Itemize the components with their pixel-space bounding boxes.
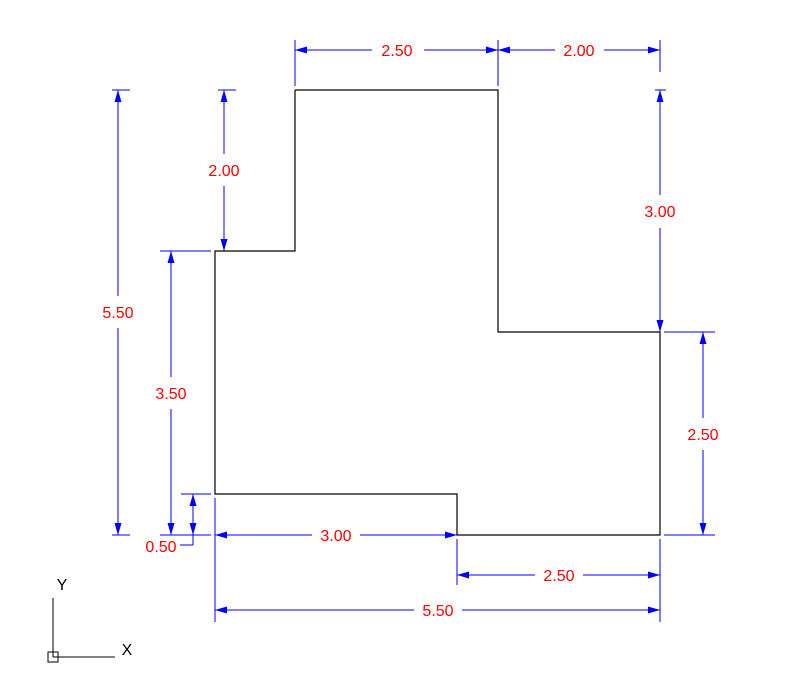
dim-text-left-upper-step: 2.00 [208,163,239,180]
dim-bottom-overall-width: 5.50 [215,603,660,620]
dim-right-upper-height: 3.00 [644,90,676,332]
dim-text-top-left-width: 2.50 [381,43,412,60]
dim-text-right-upper-height: 3.00 [644,204,675,221]
dim-text-left-small-offset: 0.50 [145,539,176,556]
dim-text-top-right-width: 2.00 [563,43,594,60]
dim-text-bottom-right-width: 2.50 [543,568,574,585]
dim-right-lower-height: 2.50 [687,332,719,535]
dim-bottom-right-width: 2.50 [457,568,660,585]
dim-text-bottom-left-width: 3.00 [320,528,351,545]
ucs-y-label: Y [57,577,68,594]
dim-top-right-width: 2.00 [498,43,660,60]
dim-left-overall-height: 5.50 [102,90,134,535]
dim-bottom-left-width: 3.00 [215,528,457,545]
dim-top-left-width: 2.50 [295,43,498,60]
extension-lines [112,40,715,622]
dim-text-right-lower-height: 2.50 [687,427,718,444]
dim-text-left-middle-height: 3.50 [155,386,186,403]
dim-text-bottom-overall-width: 5.50 [422,603,453,620]
dim-left-small-offset: 0.50 [145,494,197,556]
dim-left-middle-height: 3.50 [155,251,187,535]
dim-left-upper-step: 2.00 [208,90,240,251]
ucs-axes-icon: Y X [47,577,133,663]
dim-text-left-overall-height: 5.50 [102,305,133,322]
ucs-x-label: X [122,642,133,659]
part-outline [214,89,661,536]
